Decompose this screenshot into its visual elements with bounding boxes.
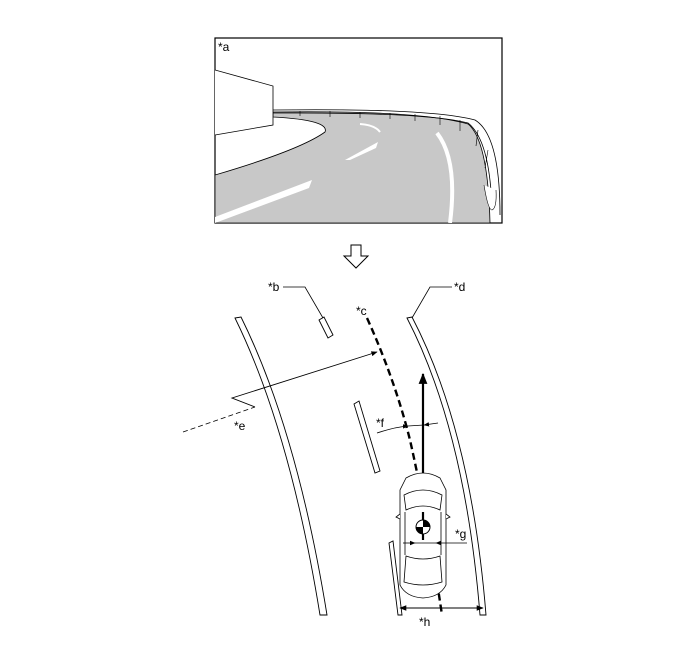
driver-view-illustration: *a: [214, 37, 503, 224]
curve-radius-dashed-line: [182, 406, 256, 433]
label-d: *d: [454, 280, 465, 294]
lane-marking: [345, 142, 378, 160]
leader-d: [411, 286, 452, 319]
lane-dash: [388, 540, 403, 616]
label-e: *e: [234, 419, 246, 433]
lane-dash: [353, 400, 381, 474]
label-b: *b: [268, 280, 280, 294]
curve-radius-arrow: [230, 351, 378, 408]
label-h: *h: [419, 615, 430, 629]
hollow-down-arrow-icon: [342, 244, 370, 269]
right-road-edge: [406, 316, 487, 616]
label-f: *f: [376, 416, 385, 430]
guardrail: [272, 109, 501, 216]
lane-dash: [318, 316, 334, 339]
leader-b: [283, 286, 324, 319]
label-c: *c: [356, 304, 367, 318]
center-of-gravity-icon: [415, 519, 431, 535]
lane-marking: [435, 131, 455, 223]
wall: [215, 69, 274, 136]
plan-view: [182, 286, 487, 616]
offset-dimension-f: [376, 424, 409, 434]
label-g: *g: [455, 527, 466, 541]
left-road-edge: [234, 316, 328, 616]
label-a: *a: [218, 40, 230, 54]
lane-marking: [215, 180, 312, 223]
